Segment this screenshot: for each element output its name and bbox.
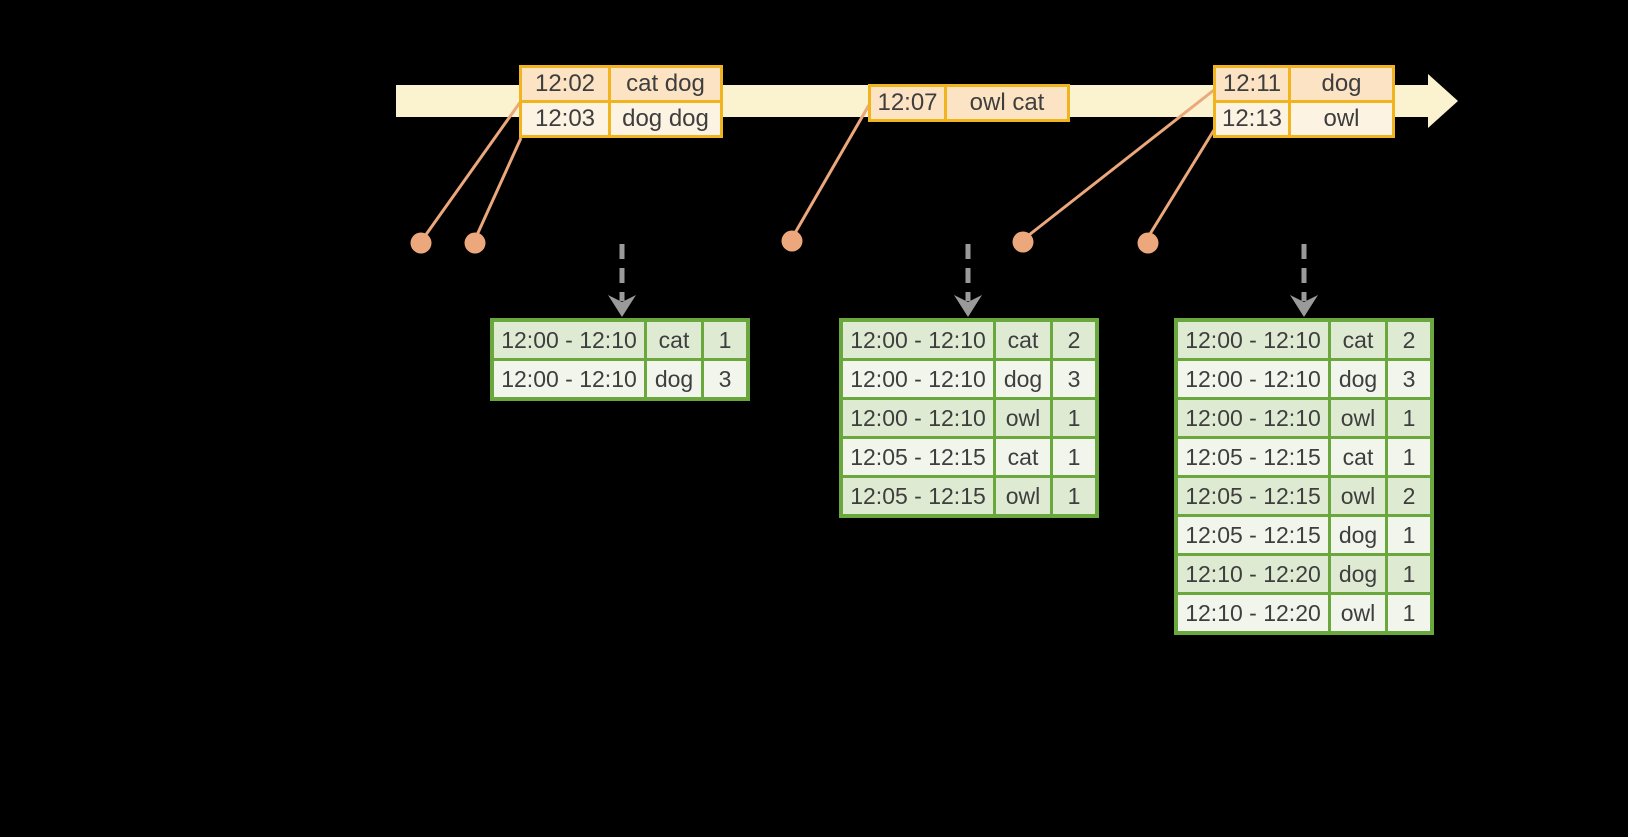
event-words-cell: owl — [1291, 103, 1392, 135]
event-dot-2 — [464, 232, 486, 254]
window-cell: 12:05 - 12:15 — [1178, 517, 1328, 553]
event-time-cell: 12:11 — [1216, 68, 1288, 100]
count-cell: 1 — [1388, 439, 1430, 475]
word-cell: cat — [996, 439, 1050, 475]
event-words-cell: owl cat — [947, 87, 1067, 119]
window-cell: 12:00 - 12:10 — [843, 400, 993, 436]
event-connector-line-1 — [423, 100, 523, 237]
event-dot-1 — [410, 232, 432, 254]
count-cell: 1 — [704, 322, 746, 358]
count-cell: 1 — [1053, 478, 1095, 514]
event-words-cell: cat dog — [611, 68, 720, 100]
window-cell: 12:00 - 12:10 — [843, 322, 993, 358]
count-cell: 2 — [1388, 322, 1430, 358]
window-cell: 12:00 - 12:10 — [843, 361, 993, 397]
event-words-cell: dog dog — [611, 103, 720, 135]
stream-arrowhead-icon — [1428, 74, 1458, 128]
word-cell: dog — [647, 361, 701, 397]
count-cell: 2 — [1388, 478, 1430, 514]
event-dot-5 — [1137, 232, 1159, 254]
window-cell: 12:05 - 12:15 — [1178, 478, 1328, 514]
word-cell: dog — [1331, 361, 1385, 397]
window-cell: 12:05 - 12:15 — [1178, 439, 1328, 475]
window-cell: 12:00 - 12:10 — [494, 322, 644, 358]
count-cell: 1 — [1053, 439, 1095, 475]
event-dot-4 — [1012, 231, 1034, 253]
count-cell: 1 — [1388, 595, 1430, 631]
event-connector-line-3 — [793, 104, 871, 234]
count-cell: 3 — [1388, 361, 1430, 397]
count-cell: 3 — [1053, 361, 1095, 397]
word-cell: cat — [647, 322, 701, 358]
word-cell: owl — [1331, 595, 1385, 631]
word-cell: dog — [1331, 556, 1385, 592]
window-cell: 12:00 - 12:10 — [1178, 361, 1328, 397]
word-cell: cat — [996, 322, 1050, 358]
word-cell: cat — [1331, 439, 1385, 475]
event-time-cell: 12:13 — [1216, 103, 1288, 135]
word-cell: owl — [1331, 478, 1385, 514]
trigger-arrowhead-icon-2 — [954, 295, 982, 317]
window-cell: 12:10 - 12:20 — [1178, 556, 1328, 592]
word-cell: owl — [1331, 400, 1385, 436]
trigger-arrowhead-icon-1 — [608, 295, 636, 317]
event-connector-line-5 — [1148, 129, 1216, 235]
event-connector-line-2 — [475, 137, 523, 236]
window-cell: 12:00 - 12:10 — [494, 361, 644, 397]
trigger-arrowhead-icon-3 — [1290, 295, 1318, 317]
count-cell: 1 — [1388, 517, 1430, 553]
word-cell: owl — [996, 400, 1050, 436]
word-cell: dog — [996, 361, 1050, 397]
window-cell: 12:00 - 12:10 — [1178, 322, 1328, 358]
event-time-cell: 12:07 — [871, 87, 944, 119]
count-cell: 1 — [1388, 556, 1430, 592]
event-connector-line-4 — [1028, 88, 1215, 237]
window-cell: 12:10 - 12:20 — [1178, 595, 1328, 631]
window-cell: 12:05 - 12:15 — [843, 478, 993, 514]
window-cell: 12:00 - 12:10 — [1178, 400, 1328, 436]
window-cell: 12:05 - 12:15 — [843, 439, 993, 475]
count-cell: 3 — [704, 361, 746, 397]
word-cell: cat — [1331, 322, 1385, 358]
count-cell: 2 — [1053, 322, 1095, 358]
event-words-cell: dog — [1291, 68, 1392, 100]
count-cell: 1 — [1053, 400, 1095, 436]
event-dot-3 — [781, 230, 803, 252]
word-cell: dog — [1331, 517, 1385, 553]
event-time-cell: 12:03 — [522, 103, 608, 135]
count-cell: 1 — [1388, 400, 1430, 436]
word-cell: owl — [996, 478, 1050, 514]
event-time-cell: 12:02 — [522, 68, 608, 100]
